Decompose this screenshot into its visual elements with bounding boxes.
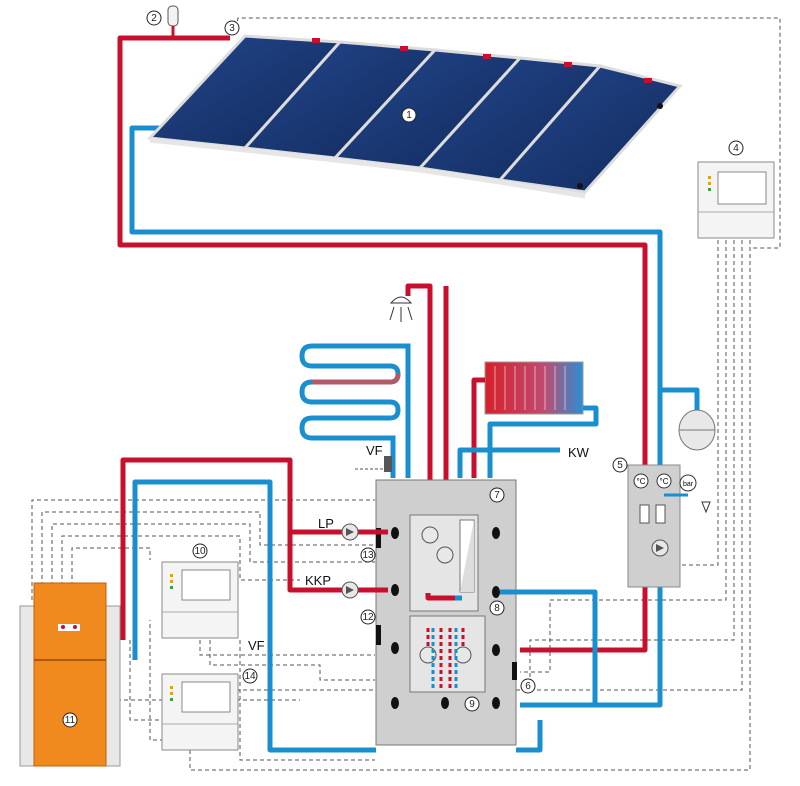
radiator: KW — [457, 361, 599, 478]
cold-water-label: KW — [568, 445, 590, 460]
callout-4-text: 4 — [733, 143, 739, 154]
callout-2-text: 2 — [151, 13, 157, 24]
expansion-vessel — [678, 409, 716, 451]
kkp-label: KKP — [305, 573, 331, 588]
collector-sensor: 3 — [224, 20, 240, 36]
thermometer-supply: °C — [637, 477, 646, 486]
callout-10-text: 10 — [194, 546, 206, 557]
callout-6-text: 6 — [525, 681, 531, 692]
callout-11-text: 11 — [65, 715, 76, 726]
solar-controller: 4 — [697, 140, 775, 239]
callout-14-text: 14 — [244, 671, 256, 682]
flow-sensor-label: VF — [366, 443, 383, 458]
boiler: 11 — [19, 582, 121, 767]
boiler-circuits: LP KKP — [120, 457, 543, 753]
callout-7-text: 7 — [494, 490, 500, 501]
callout-5-text: 5 — [617, 460, 623, 471]
solar-pump-station: °C °C bar 5 — [612, 457, 711, 588]
callout-13-text: 13 — [362, 550, 374, 561]
callout-1-text: 1 — [406, 110, 412, 121]
solar-collector-array: 1 — [146, 34, 683, 199]
thermometer-return: °C — [660, 477, 669, 486]
controller-flow-sensor-label: VF — [248, 638, 265, 653]
callout-12-text: 12 — [362, 612, 374, 623]
heating-controller: 10 VF — [161, 543, 265, 653]
solar-extension-controller: 14 — [161, 668, 258, 751]
collector-panel — [497, 64, 683, 194]
underfloor-heating-loop: VF — [299, 343, 411, 478]
lp-label: LP — [318, 516, 334, 531]
callout-8-text: 8 — [494, 603, 500, 614]
callout-9-text: 9 — [469, 699, 475, 710]
storage-tank: 7 8 9 13 12 6 — [360, 479, 536, 746]
pressure-gauge: bar — [683, 481, 694, 488]
shower-outlet — [389, 283, 449, 515]
air-vent: 2 — [146, 5, 179, 38]
solar-circuit — [117, 35, 700, 708]
callout-3-text: 3 — [229, 23, 235, 34]
tank-solar-connections — [500, 589, 598, 708]
callout-1 — [401, 107, 417, 123]
